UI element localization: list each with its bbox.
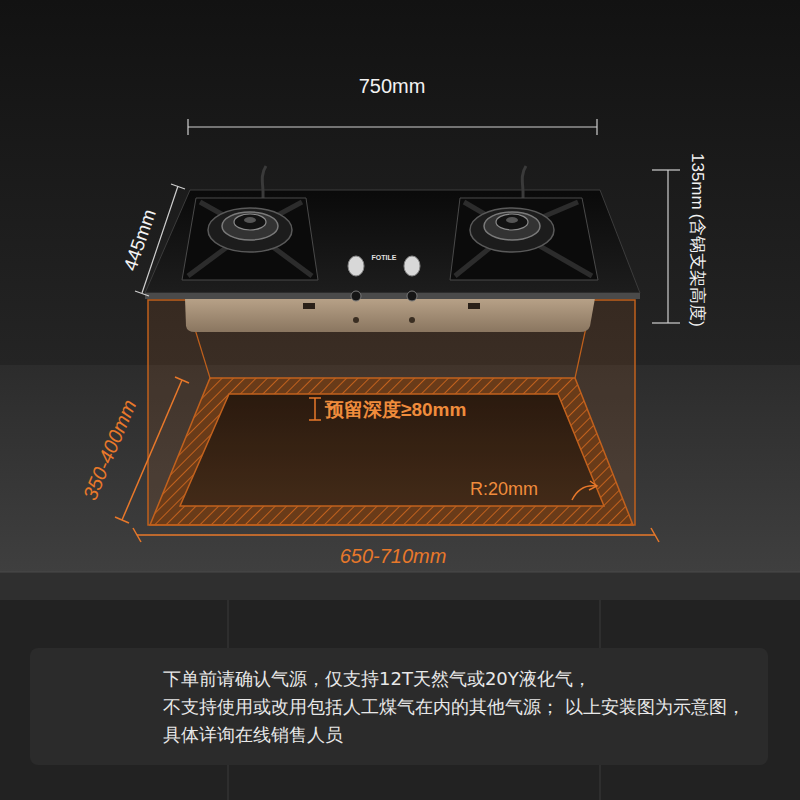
- left-burner: [182, 166, 318, 280]
- right-burner-part: [470, 208, 554, 252]
- orange-dimension-lines-part: [309, 419, 321, 421]
- notice-text: 下单前请确认气源，仅支持12T天然气或20Y液化气， 不支持使用或改用包括人工煤…: [163, 665, 748, 749]
- left-burner-part: [222, 212, 278, 240]
- control-knob: [348, 256, 364, 276]
- right-burner: [450, 166, 598, 280]
- orange-dimension-lines-part: [309, 397, 321, 399]
- orange-dimension-lines-part: [651, 528, 659, 542]
- left-burner-part: [244, 217, 256, 223]
- orange-dimension-lines-part: [115, 517, 129, 523]
- right-burner-part: [506, 217, 518, 223]
- brand-logo: FOTILE: [372, 254, 397, 262]
- orange-dimension-lines-part: [175, 377, 189, 383]
- stove-body: [185, 298, 595, 332]
- white-dimension-lines-part: [667, 170, 668, 323]
- orange-dimension-lines-part: [589, 481, 597, 490]
- dimension-label: 750mm: [359, 75, 426, 98]
- knob-base: [407, 291, 417, 301]
- right-burner-part: [496, 214, 528, 230]
- left-burner-part: [182, 198, 318, 280]
- dimension-label: 135mm: [687, 153, 707, 210]
- dimension-label: 650-710mm: [340, 545, 447, 568]
- depth-label: 预留深度≥80mm: [325, 399, 466, 421]
- white-dimension-lines-part: [171, 184, 185, 189]
- glass-edge: [145, 293, 640, 299]
- radius-label: R:20mm: [470, 479, 538, 500]
- counter-edge-line: [0, 572, 800, 573]
- left-burner-part: [208, 208, 292, 252]
- orange-dimension-lines-part: [133, 528, 141, 542]
- white-dimension-lines-part: [652, 322, 680, 323]
- orange-dimension-lines-part: [137, 534, 655, 536]
- white-dimension-lines-part: [596, 119, 597, 135]
- white-dimension-lines-part: [135, 291, 149, 296]
- body-slot: [303, 303, 315, 309]
- notice-box: 下单前请确认气源，仅支持12T天然气或20Y液化气， 不支持使用或改用包括人工煤…: [30, 648, 768, 765]
- knob-base: [351, 291, 361, 301]
- orange-dimension-lines: [115, 377, 659, 542]
- white-dimension-lines-part: [188, 126, 597, 127]
- wall-background: [0, 0, 800, 365]
- white-dimension-lines: [135, 119, 680, 323]
- body-slot: [468, 303, 480, 309]
- right-burner-part: [450, 198, 598, 280]
- counter-edge: [0, 572, 800, 600]
- cabinet-front: [0, 600, 800, 800]
- orange-dimension-lines-part: [314, 398, 316, 420]
- body-hole: [353, 317, 359, 323]
- white-dimension-lines-part: [652, 169, 680, 170]
- white-dimension-lines-part: [187, 119, 188, 135]
- reserved-volume: [148, 300, 635, 525]
- glass-panel: [145, 190, 640, 293]
- dimension-group: 135mm (含锅支架高度): [687, 153, 707, 327]
- body-hole: [409, 317, 415, 323]
- dimension-label: (含锅支架高度): [687, 214, 707, 327]
- control-knob: [404, 256, 420, 276]
- left-burner-part: [234, 214, 266, 230]
- notice-text-wrap: 下单前请确认气源，仅支持12T天然气或20Y液化气， 不支持使用或改用包括人工煤…: [163, 665, 748, 749]
- right-burner-part: [484, 212, 540, 240]
